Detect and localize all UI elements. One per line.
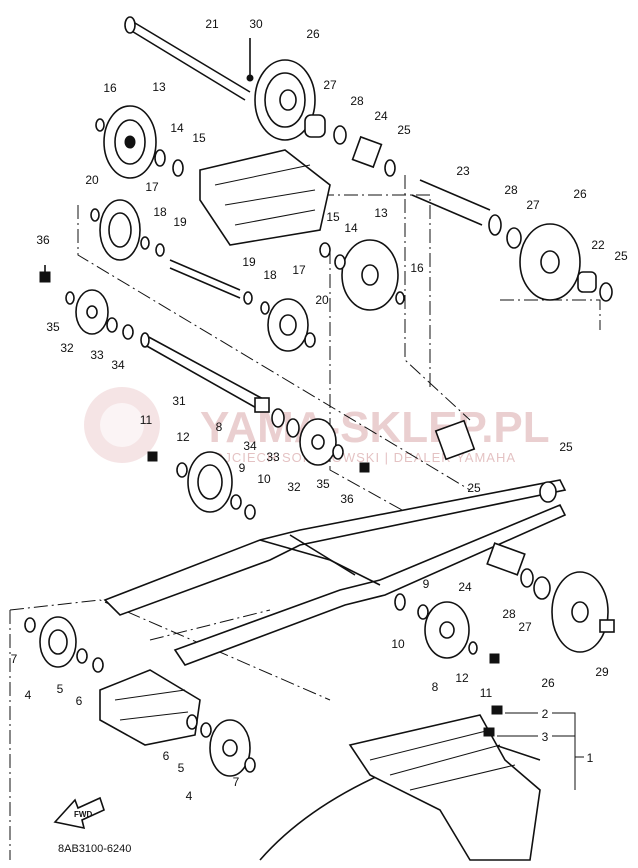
callout-36: 36 [340, 492, 354, 506]
callout-17: 17 [145, 180, 159, 194]
callout-12: 12 [176, 430, 190, 444]
catalog-code: 8AB3100-6240 [58, 843, 131, 855]
callout-25: 25 [397, 123, 411, 137]
callout-28: 28 [350, 94, 364, 108]
watermark: YAMA-SKLEP.PL WOJCIECH SOKOŁOWSKI | DEAL… [84, 387, 550, 465]
watermark-subtext: WOJCIECH SOKOŁOWSKI | DEALER YAMAHA [200, 450, 516, 465]
shaft-19 [169, 259, 270, 315]
callout-29: 29 [595, 665, 609, 679]
callout-27: 27 [323, 78, 337, 92]
callout-25: 25 [467, 481, 481, 495]
callout-13: 13 [374, 206, 388, 220]
callout-32: 32 [60, 341, 74, 355]
callout-10: 10 [257, 472, 271, 486]
callout-26: 26 [306, 27, 320, 41]
callout-22: 22 [591, 238, 605, 252]
callout-15: 15 [326, 210, 340, 224]
lower-bracket [99, 669, 201, 746]
callout-5: 5 [178, 761, 185, 775]
wheel-8-mid [147, 451, 256, 520]
bushing-24-top [351, 135, 396, 177]
callout-4: 4 [186, 789, 193, 803]
wheel-17-left [90, 199, 165, 261]
fwd-label: FWD [74, 810, 92, 819]
callout-3: 3 [542, 730, 549, 744]
callout-27: 27 [526, 198, 540, 212]
callout-14: 14 [344, 221, 358, 235]
callout-9: 9 [239, 461, 246, 475]
callout-35: 35 [316, 477, 330, 491]
callout-35: 35 [46, 320, 60, 334]
callout-8: 8 [216, 420, 223, 434]
callout-33: 33 [90, 348, 104, 362]
callout-8: 8 [432, 680, 439, 694]
callout-18: 18 [153, 205, 167, 219]
watermark-logo-icon [84, 387, 160, 463]
callout-1: 1 [587, 751, 594, 765]
wheel-13-left [95, 105, 184, 179]
callout-32: 32 [287, 480, 301, 494]
callout-24: 24 [458, 580, 472, 594]
leader-lines [497, 712, 584, 790]
callout-10: 10 [391, 637, 405, 651]
callout-17: 17 [292, 263, 306, 277]
callout-25: 25 [614, 249, 628, 263]
callout-36: 36 [36, 233, 50, 247]
callout-7: 7 [11, 652, 18, 666]
callout-13: 13 [152, 80, 166, 94]
callout-5: 5 [57, 682, 64, 696]
callout-6: 6 [76, 694, 83, 708]
callout-11: 11 [140, 413, 153, 427]
wheel-26-right [519, 223, 613, 302]
callout-labels: 21 30 26 16 13 27 28 24 25 14 15 20 17 3… [11, 17, 628, 803]
fwd-arrow-icon: FWD [53, 796, 105, 830]
callout-30: 30 [249, 17, 263, 31]
mid-group [271, 408, 370, 473]
center-bracket [199, 149, 331, 246]
callout-31: 31 [172, 394, 186, 408]
callout-33: 33 [266, 450, 280, 464]
callout-26: 26 [541, 676, 555, 690]
callout-12: 12 [455, 671, 469, 685]
callout-4: 4 [25, 688, 32, 702]
callout-34: 34 [243, 439, 257, 453]
wheel-4-right [186, 714, 256, 777]
callout-28: 28 [502, 607, 516, 621]
callout-27: 27 [518, 620, 532, 634]
callout-23: 23 [456, 164, 470, 178]
callout-7: 7 [233, 775, 240, 789]
callout-21: 21 [205, 17, 219, 31]
callout-2: 2 [542, 707, 549, 721]
callout-24: 24 [374, 109, 388, 123]
long-axle-31 [140, 332, 270, 413]
lower-right-group [394, 542, 615, 664]
callout-20: 20 [315, 293, 329, 307]
slide-rail-frame [103, 419, 567, 666]
wheel-26-top [254, 59, 347, 145]
callout-9: 9 [423, 577, 430, 591]
wheel-17-center [267, 298, 316, 352]
callout-19: 19 [173, 215, 187, 229]
callout-28: 28 [504, 183, 518, 197]
callout-11: 11 [480, 686, 493, 700]
reference-lines [9, 175, 601, 860]
callout-16: 16 [103, 81, 117, 95]
bolt-36-upper [39, 265, 134, 340]
callout-16: 16 [410, 261, 424, 275]
callout-20: 20 [85, 173, 99, 187]
wheel-4-left [24, 616, 104, 673]
upper-axle [124, 16, 254, 101]
callout-15: 15 [192, 131, 206, 145]
track [259, 705, 541, 861]
callout-19: 19 [242, 255, 256, 269]
callout-26: 26 [573, 187, 587, 201]
wheel-13-right [319, 239, 405, 311]
callout-18: 18 [263, 268, 277, 282]
bushing-23 [411, 179, 522, 249]
callout-6: 6 [163, 749, 170, 763]
callout-25: 25 [559, 440, 573, 454]
callout-34: 34 [111, 358, 125, 372]
callout-14: 14 [170, 121, 184, 135]
